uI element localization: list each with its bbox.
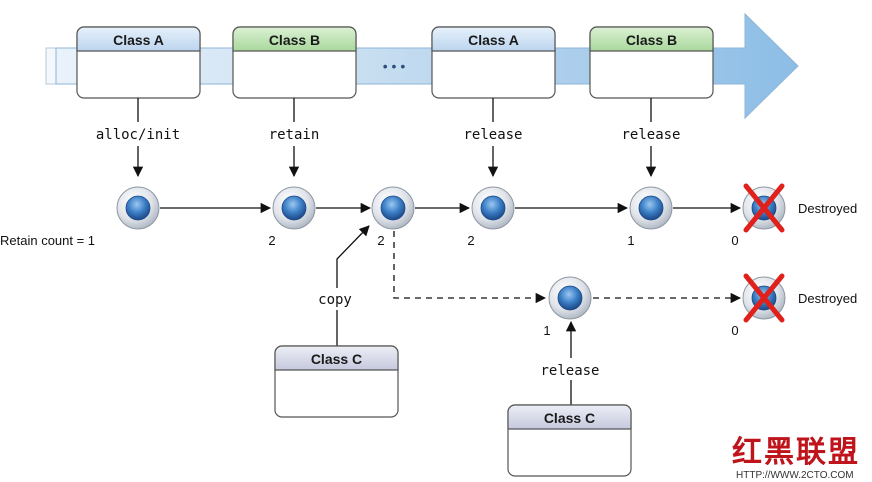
class-box-label: Class A — [468, 32, 519, 48]
class-box-label: Class C — [544, 410, 595, 426]
node-3 — [371, 186, 415, 230]
retain-count-4: 2 — [467, 233, 474, 248]
retain-count-copy-2: 0 — [731, 323, 738, 338]
watermark-url: HTTP://WWW.2CTO.COM — [736, 470, 854, 481]
retain-count-1: Retain count = 1 — [0, 233, 95, 248]
destroyed-label-top: Destroyed — [798, 201, 857, 216]
node-destroyed-bottom — [742, 273, 786, 323]
release-label-bg — [530, 358, 612, 380]
node-1 — [116, 186, 160, 230]
class-box-label: Class B — [626, 32, 677, 48]
retain-count-copy-1: 1 — [543, 323, 550, 338]
copy-label-bg — [312, 288, 358, 310]
x-mark-icon — [743, 273, 785, 323]
method-copy: copy — [318, 292, 352, 308]
method-release-3: release — [540, 363, 599, 379]
class-box-label: Class B — [269, 32, 320, 48]
class-box-c-2: Class C — [507, 404, 632, 477]
class-box-label: Class A — [113, 32, 164, 48]
retain-count-3: 2 — [377, 233, 384, 248]
watermark-logo: 红黑联盟 HTTP://WWW.2CTO.COM — [732, 435, 860, 481]
method-release-1: release — [463, 127, 522, 143]
method-alloc-init: alloc/init — [96, 127, 180, 143]
destroyed-label-bottom: Destroyed — [798, 291, 857, 306]
timeline-ellipsis: • • • — [383, 58, 406, 74]
class-box-a-2: Class A — [431, 26, 556, 99]
class-box-b-2: Class B — [589, 26, 714, 99]
class-box-c-1: Class C — [274, 345, 399, 418]
node-4 — [471, 186, 515, 230]
class-box-b-1: Class B — [232, 26, 357, 99]
class-box-label: Class C — [311, 351, 362, 367]
retain-count-5: 1 — [627, 233, 634, 248]
watermark-chinese: 红黑联盟 — [732, 435, 860, 470]
x-mark-icon — [743, 183, 785, 233]
node-copy — [548, 276, 592, 320]
lifecycle-arrows — [160, 202, 742, 405]
retain-count-6: 0 — [731, 233, 738, 248]
class-box-a-1: Class A — [76, 26, 201, 99]
method-connectors — [132, 98, 657, 178]
node-2 — [272, 186, 316, 230]
method-release-2: release — [621, 127, 680, 143]
retain-count-2: 2 — [268, 233, 275, 248]
method-retain: retain — [269, 127, 320, 143]
node-destroyed-top — [742, 183, 786, 233]
node-5 — [629, 186, 673, 230]
